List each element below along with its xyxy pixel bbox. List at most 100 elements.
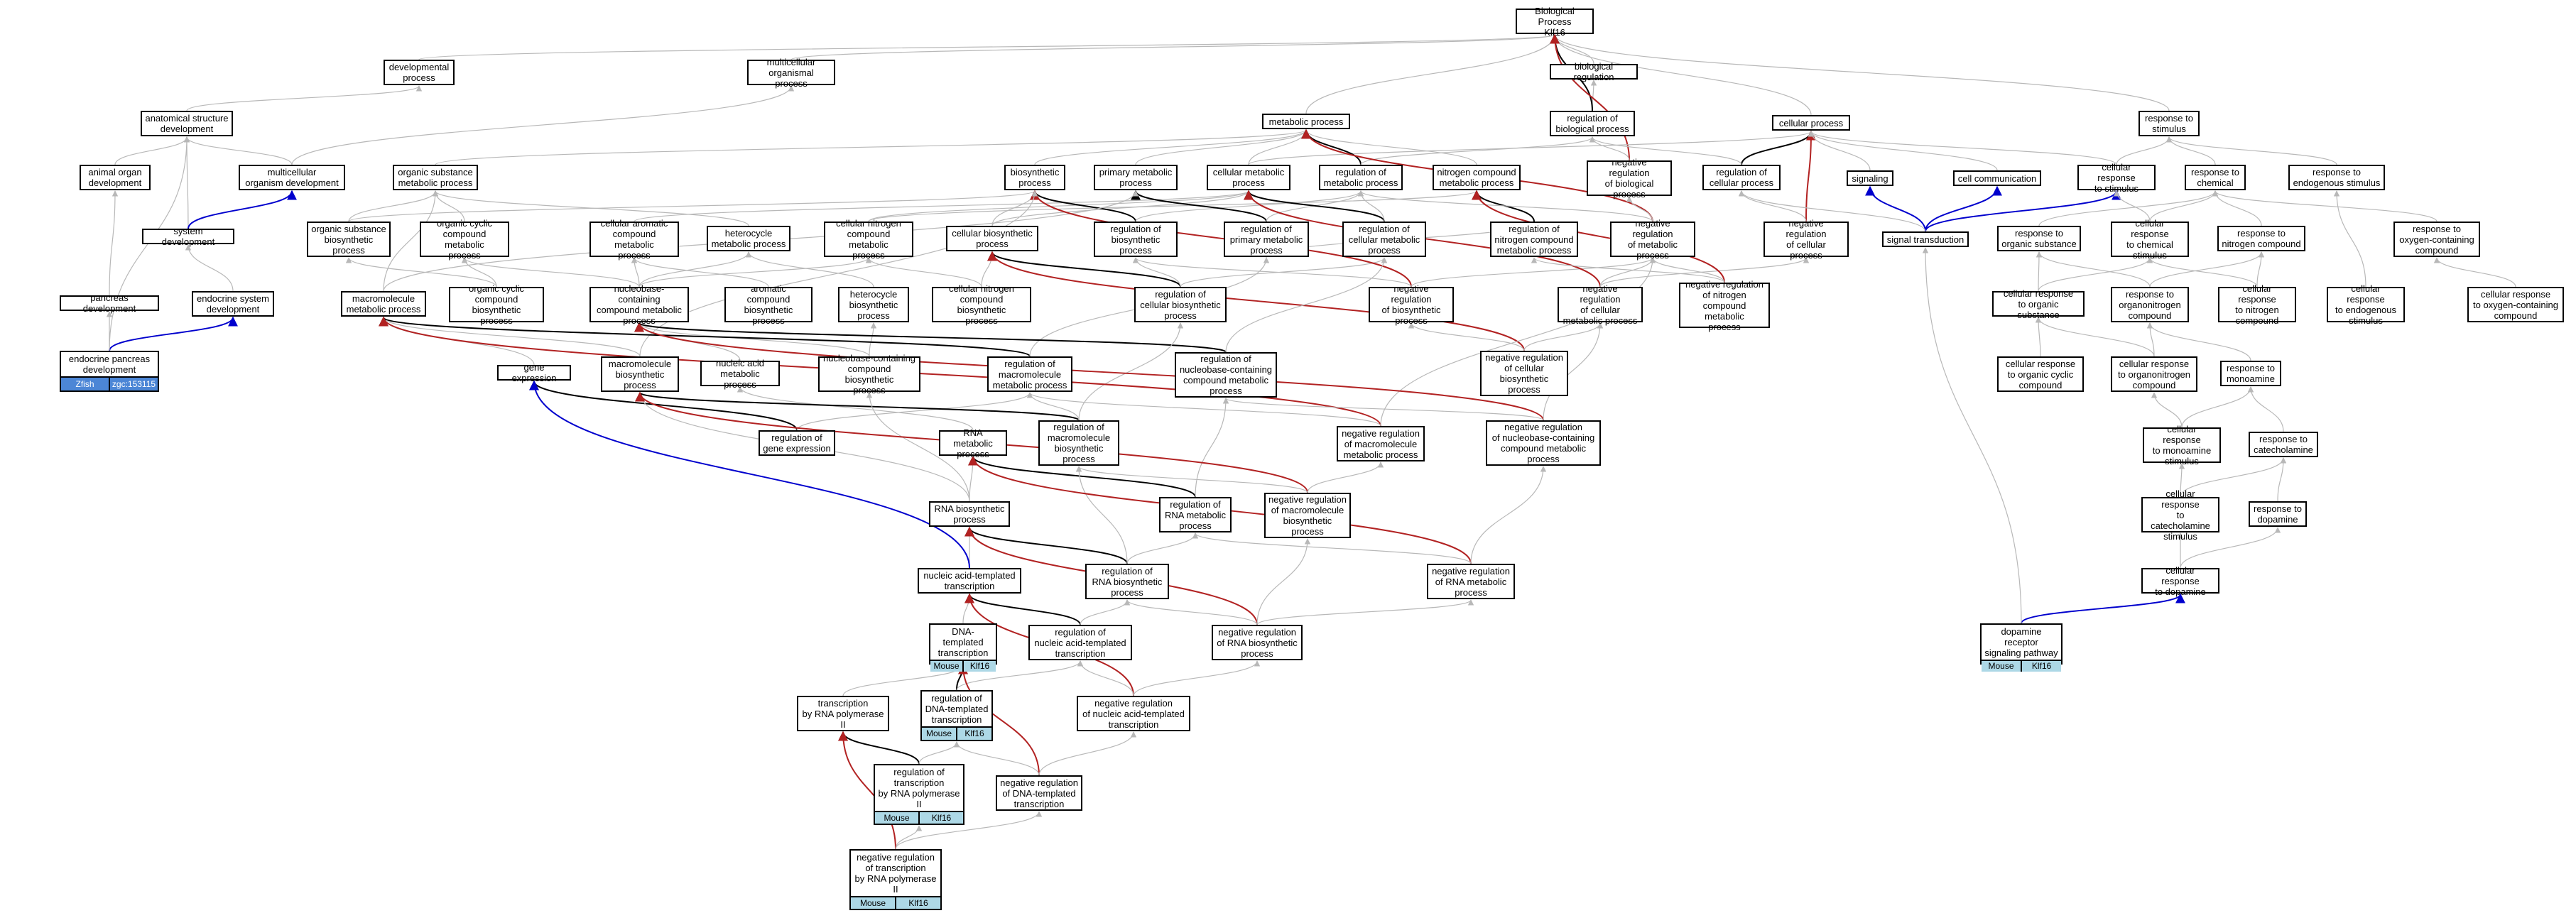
go-term-node[interactable]: endocrine system development: [192, 291, 274, 317]
go-term-node[interactable]: multicellular organism development: [239, 165, 345, 190]
go-term-node[interactable]: organic cyclic compound metabolic proces…: [420, 218, 509, 261]
go-term-node[interactable]: response to monoamine: [2220, 361, 2281, 386]
go-term-node[interactable]: transcription by RNA polymerase II: [797, 696, 889, 731]
go-term-node[interactable]: regulation of biosynthetic process: [1094, 222, 1178, 257]
go-term-node[interactable]: organic substance biosynthetic process: [307, 222, 391, 257]
go-term-node[interactable]: cellular response to nitrogen compound: [2218, 283, 2296, 326]
go-term-node[interactable]: regulation of transcription by RNA polym…: [874, 764, 964, 825]
go-term-node[interactable]: regulation of primary metabolic process: [1224, 222, 1309, 257]
annotation-gene[interactable]: Klf16: [895, 897, 940, 909]
go-term-node[interactable]: response to dopamine: [2249, 501, 2307, 527]
go-term-node[interactable]: regulation of cellular process: [1702, 165, 1781, 190]
annotation-gene[interactable]: Klf16: [962, 661, 996, 672]
go-term-node[interactable]: organic substance metabolic process: [393, 165, 478, 190]
go-term-node[interactable]: nucleobase-containing compound biosynthe…: [818, 353, 920, 395]
go-term-node[interactable]: negative regulation of transcription by …: [849, 849, 942, 910]
go-term-node[interactable]: negative regulation of nucleic acid-temp…: [1077, 696, 1190, 731]
go-term-node[interactable]: response to endogenous stimulus: [2288, 165, 2385, 190]
go-term-node[interactable]: response to stimulus: [2138, 111, 2200, 136]
go-term-node[interactable]: nucleic acid-templated transcription: [918, 568, 1021, 594]
go-term-node[interactable]: regulation of macromolecule metabolic pr…: [987, 356, 1072, 392]
go-term-node[interactable]: pancreas development: [60, 293, 159, 314]
go-term-node[interactable]: regulation of gene expression: [759, 430, 835, 456]
go-term-node[interactable]: nucleobase-containing compound metabolic…: [589, 283, 689, 326]
go-term-node[interactable]: metabolic process: [1262, 114, 1350, 129]
go-term-node[interactable]: cellular response to monoamine stimulus: [2143, 424, 2221, 466]
go-term-node[interactable]: anatomical structure development: [141, 111, 233, 136]
annotation-gene[interactable]: Klf16: [2021, 661, 2061, 672]
go-term-node[interactable]: negative regulation of nucleobase-contai…: [1486, 420, 1601, 466]
go-term-node[interactable]: cellular response to organic cyclic comp…: [1997, 356, 2084, 392]
go-term-node[interactable]: response to oxygen-containing compound: [2393, 222, 2480, 257]
go-term-node[interactable]: primary metabolic process: [1094, 165, 1178, 190]
go-term-node[interactable]: biological regulation: [1550, 61, 1638, 82]
go-term-node[interactable]: cellular response to organic substance: [1992, 288, 2085, 320]
go-term-node[interactable]: organic cyclic compound biosynthetic pro…: [449, 283, 544, 326]
go-term-node[interactable]: negative regulation of macromolecule met…: [1337, 426, 1425, 461]
go-term-node[interactable]: response to organonitrogen compound: [2111, 287, 2189, 322]
go-term-node[interactable]: negative regulation of cellular biosynth…: [1480, 351, 1568, 396]
go-term-node[interactable]: heterocycle metabolic process: [707, 226, 790, 251]
go-term-node[interactable]: response to organic substance: [1997, 226, 2081, 251]
go-term-node[interactable]: regulation of nucleic acid-templated tra…: [1028, 625, 1132, 660]
annotation-gene[interactable]: Klf16: [918, 812, 963, 824]
go-term-node[interactable]: heterocycle biosynthetic process: [838, 287, 909, 322]
go-term-node[interactable]: cellular aromatic compound metabolic pro…: [589, 218, 679, 261]
go-term-node[interactable]: RNA biosynthetic process: [929, 501, 1010, 527]
go-term-node[interactable]: regulation of nucleobase-containing comp…: [1175, 352, 1277, 398]
go-term-node[interactable]: negative regulation of cellular process: [1763, 218, 1849, 261]
go-term-node[interactable]: negative regulation of DNA-templated tra…: [996, 775, 1082, 811]
go-term-node[interactable]: developmental process: [384, 60, 455, 85]
go-term-node[interactable]: negative regulation of macromolecule bio…: [1264, 493, 1351, 538]
annotation-gene[interactable]: zgc:153115: [109, 378, 158, 390]
go-term-node[interactable]: macromolecule biosynthetic process: [601, 356, 679, 392]
go-term-node[interactable]: cellular response to organonitrogen comp…: [2111, 356, 2197, 392]
go-term-node[interactable]: negative regulation of metabolic process: [1610, 218, 1695, 261]
go-term-node[interactable]: response to chemical: [2185, 165, 2246, 190]
go-term-node[interactable]: cellular response to dopamine: [2141, 565, 2219, 597]
go-term-node[interactable]: regulation of cellular metabolic process: [1342, 222, 1426, 257]
go-term-node[interactable]: signal transduction: [1882, 231, 1969, 247]
go-term-node[interactable]: regulation of macromolecule biosynthetic…: [1038, 420, 1119, 466]
go-term-node[interactable]: aromatic compound biosynthetic process: [724, 283, 813, 326]
go-term-node[interactable]: regulation of metabolic process: [1319, 165, 1403, 190]
go-term-node[interactable]: animal organ development: [80, 165, 151, 190]
go-term-node[interactable]: system development: [142, 226, 234, 247]
go-term-node[interactable]: multicellular organismal process: [747, 57, 835, 89]
go-term-node[interactable]: response to catecholamine: [2249, 432, 2318, 457]
go-term-node[interactable]: biosynthetic process: [1004, 165, 1065, 190]
go-term-node[interactable]: cellular biosynthetic process: [946, 226, 1038, 251]
go-term-node[interactable]: negative regulation of biosynthetic proc…: [1369, 283, 1454, 326]
go-term-node[interactable]: gene expression: [497, 362, 571, 383]
go-term-node[interactable]: regulation of RNA metabolic process: [1159, 497, 1232, 532]
go-term-node[interactable]: cellular nitrogen compound biosynthetic …: [932, 283, 1031, 326]
go-term-node[interactable]: negative regulation of nitrogen compound…: [1679, 279, 1770, 332]
go-term-node[interactable]: cellular response to stimulus: [2077, 162, 2156, 194]
go-term-node[interactable]: negative regulation of biological proces…: [1587, 157, 1672, 200]
go-term-node[interactable]: regulation of DNA-templated transcriptio…: [920, 690, 993, 741]
go-term-node[interactable]: negative regulation of cellular metaboli…: [1558, 283, 1643, 326]
go-term-node[interactable]: cellular metabolic process: [1207, 165, 1290, 190]
go-term-node[interactable]: nitrogen compound metabolic process: [1433, 165, 1521, 190]
annotation-gene[interactable]: Klf16: [956, 728, 991, 740]
go-term-node[interactable]: negative regulation of RNA biosynthetic …: [1212, 625, 1303, 660]
go-term-node[interactable]: response to nitrogen compound: [2217, 226, 2305, 251]
go-term-node[interactable]: regulation of biological process: [1550, 111, 1635, 136]
go-term-node[interactable]: cellular response to endogenous stimulus: [2327, 283, 2405, 326]
go-term-node[interactable]: regulation of nitrogen compound metaboli…: [1490, 222, 1578, 257]
go-term-node[interactable]: cellular response to catecholamine stimu…: [2141, 488, 2219, 542]
go-term-node[interactable]: cell communication: [1953, 170, 2041, 186]
go-term-node[interactable]: regulation of RNA biosynthetic process: [1085, 564, 1169, 599]
go-term-node[interactable]: cellular response to chemical stimulus: [2111, 218, 2189, 261]
go-term-node[interactable]: Biological Process Klf16: [1516, 6, 1594, 38]
go-term-node[interactable]: RNA metabolic process: [939, 427, 1007, 459]
go-term-node[interactable]: regulation of cellular biosynthetic proc…: [1134, 287, 1227, 322]
go-term-node[interactable]: nucleic acid metabolic process: [700, 358, 780, 390]
go-term-node[interactable]: negative regulation of RNA metabolic pro…: [1427, 564, 1515, 599]
go-term-node[interactable]: macromolecule metabolic process: [341, 291, 426, 317]
go-term-node[interactable]: cellular response to oxygen-containing c…: [2467, 287, 2564, 322]
go-term-node[interactable]: signaling: [1847, 170, 1893, 186]
